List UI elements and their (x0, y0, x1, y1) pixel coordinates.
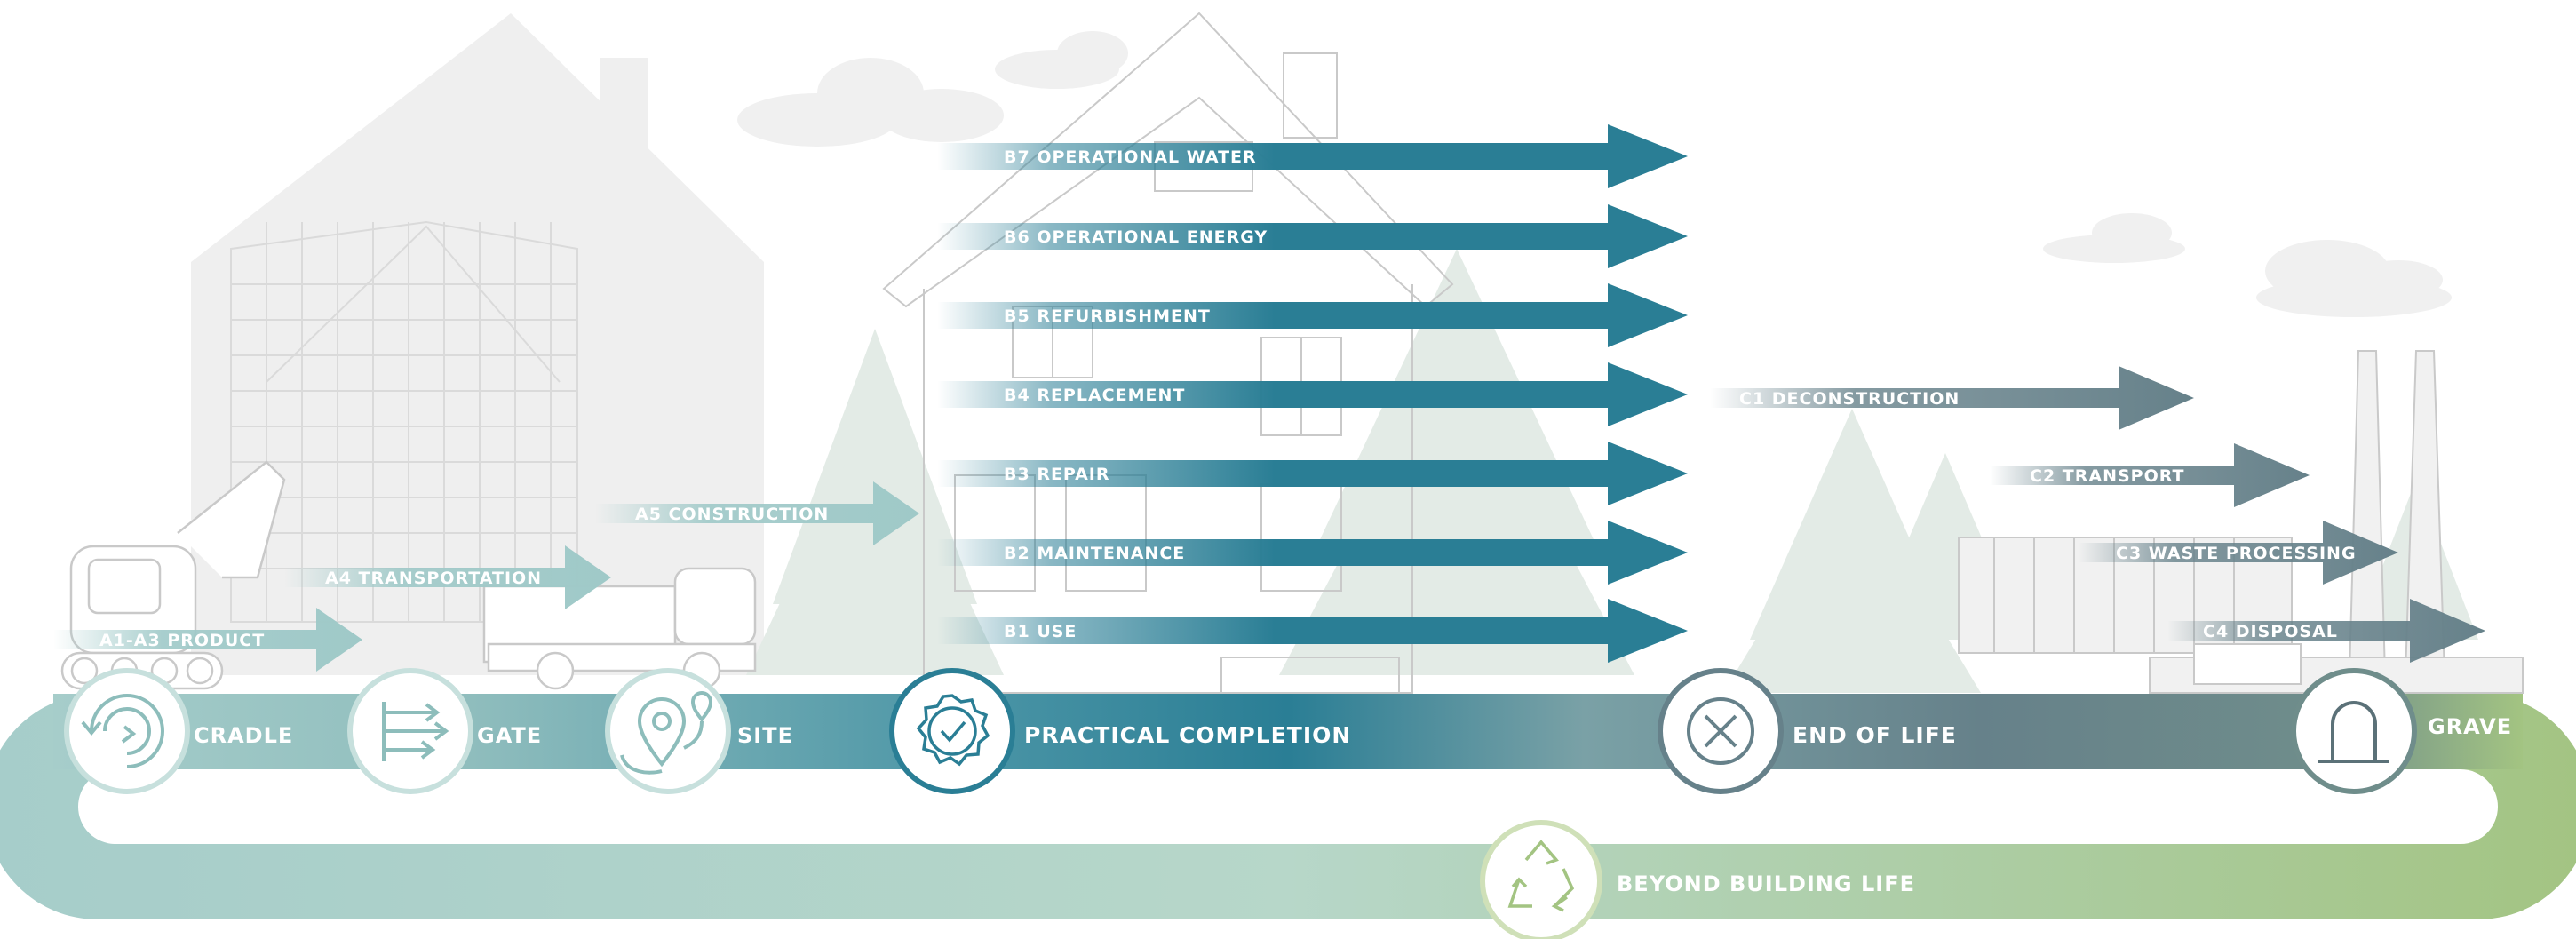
arrow-label-c1: C1 DECONSTRUCTION (1739, 389, 1960, 409)
arrow-label-b4: B4 REPLACEMENT (1004, 386, 1185, 405)
arrow-b2: B2 MAINTENANCE (937, 521, 1688, 585)
arrow-shape (1710, 366, 2194, 430)
arrow-c1: C1 DECONSTRUCTION (1710, 366, 2194, 430)
tombstone-icon (2318, 701, 2389, 763)
outbound-arrows-icon (382, 702, 449, 761)
arrow-shape (53, 608, 362, 672)
arrow-label-b2: B2 MAINTENANCE (1004, 544, 1185, 563)
arrow-b1: B1 USE (937, 599, 1688, 663)
arrow-label-b6: B6 OPERATIONAL ENERGY (1004, 227, 1268, 247)
arrow-shape (2167, 599, 2485, 663)
stage-label-end-of-life: END OF LIFE (1793, 722, 1957, 748)
arrow-shape (937, 283, 1688, 347)
arrow-b5: B5 REFURBISHMENT (937, 283, 1688, 347)
arrow-b3: B3 REPAIR (937, 442, 1688, 505)
arrow-shape (595, 481, 919, 545)
vehicles-outline (60, 460, 757, 690)
arrow-label-b3: B3 REPAIR (1004, 465, 1110, 484)
arrow-label-c4: C4 DISPOSAL (2203, 622, 2338, 641)
stage-nodes: CRADLE GATE SITE (64, 668, 2512, 939)
arrow-shape (937, 521, 1688, 585)
badge-check-icon (916, 694, 990, 767)
stage-site: SITE (605, 668, 793, 794)
arrow-shape (937, 362, 1688, 426)
stage-label-site: SITE (737, 723, 793, 748)
arrow-b7: B7 OPERATIONAL WATER (937, 124, 1688, 188)
stage-label-grave: GRAVE (2428, 714, 2512, 739)
stage-label-gate: GATE (477, 723, 542, 748)
cycle-icon (81, 694, 164, 768)
close-circle-icon (1687, 697, 1754, 765)
arrow-c2: C2 TRANSPORT (1990, 443, 2310, 507)
arrow-label-b7: B7 OPERATIONAL WATER (1004, 147, 1257, 167)
stage-gate: GATE (347, 668, 542, 794)
clouds (737, 31, 2452, 317)
arrow-label-a4: A4 TRANSPORTATION (325, 569, 542, 588)
stage-label-beyond-building-life: BEYOND BUILDING LIFE (1617, 871, 1915, 896)
arrow-b6: B6 OPERATIONAL ENERGY (937, 204, 1688, 268)
location-pin-icon (620, 691, 713, 775)
stage-beyond-building-life: BEYOND BUILDING LIFE (1480, 820, 1915, 939)
arrow-label-c3: C3 WASTE PROCESSING (2116, 544, 2357, 563)
arrow-shape (284, 545, 611, 609)
arrow-a4: A4 TRANSPORTATION (284, 545, 611, 609)
arrow-label-b1: B1 USE (1004, 622, 1077, 641)
stage-grave: GRAVE (2291, 668, 2512, 794)
stage-end-of-life: END OF LIFE (1658, 668, 1957, 794)
stage-label-cradle: CRADLE (194, 723, 293, 748)
arrow-shape (937, 124, 1688, 188)
arrow-a5: A5 CONSTRUCTION (595, 481, 919, 545)
arrow-c4: C4 DISPOSAL (2167, 599, 2485, 663)
arrow-shape (1990, 443, 2310, 507)
stage-label-practical-completion: PRACTICAL COMPLETION (1024, 722, 1351, 748)
arrow-b4: B4 REPLACEMENT (937, 362, 1688, 426)
arrow-label-a1-a3: A1-A3 PRODUCT (99, 631, 265, 650)
lifecycle-arrows: A1-A3 PRODUCT A4 TRANSPORTATION A5 CONSTRU… (53, 124, 2485, 672)
arrow-shape (937, 204, 1688, 268)
arrow-shape (937, 442, 1688, 505)
arrow-shape (2079, 521, 2398, 585)
recycle-icon (1507, 840, 1575, 912)
stage-practical-completion: PRACTICAL COMPLETION (889, 668, 1351, 794)
arrow-label-b5: B5 REFURBISHMENT (1004, 306, 1211, 326)
arrow-shape (937, 599, 1688, 663)
stage-cradle: CRADLE (64, 668, 293, 794)
arrow-c3: C3 WASTE PROCESSING (2079, 521, 2398, 585)
arrow-label-a5: A5 CONSTRUCTION (635, 505, 829, 524)
arrow-a1-a3: A1-A3 PRODUCT (53, 608, 362, 672)
arrow-label-c2: C2 TRANSPORT (2030, 466, 2184, 486)
background-illustration (60, 12, 2524, 694)
